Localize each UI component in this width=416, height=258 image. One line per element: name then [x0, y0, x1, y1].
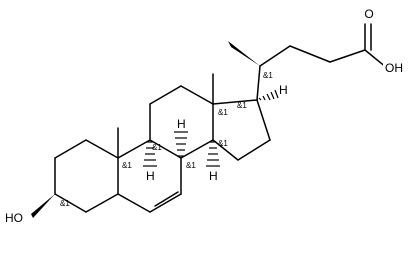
hydrogen-label-c17: H	[279, 83, 288, 97]
hydrogen-label-c8: H	[177, 117, 186, 131]
ring-d	[212, 99, 271, 161]
carbonyl-oxygen-label: O	[364, 7, 373, 21]
stereo-label-c14: &1	[218, 139, 228, 148]
stereo-label-c13: &1	[218, 108, 228, 117]
side-chain	[256, 23, 388, 101]
ring-c	[149, 85, 214, 159]
stereo-label-c8: &1	[186, 161, 196, 170]
ring-a	[54, 139, 119, 213]
hash-bond-c14-h	[206, 141, 220, 167]
ring-b	[117, 139, 182, 213]
wedge-bond-c3-oh	[31, 194, 55, 218]
hash-bond-c17-h	[258, 89, 279, 101]
stereo-label-c10: &1	[122, 161, 132, 170]
hash-bond-c8-h	[174, 131, 188, 157]
hydroxyl-label: HO	[5, 211, 23, 225]
acid-oh-label: OH	[385, 61, 403, 75]
stereo-label-c9: &1	[152, 143, 162, 152]
wedge-bond-c20-methyl	[228, 41, 260, 66]
hydrogen-label-c9: H	[146, 169, 155, 183]
stereo-label-c20: &1	[263, 71, 273, 80]
stereo-label-c17: &1	[237, 101, 247, 110]
stereo-label-c3: &1	[60, 199, 70, 208]
hash-bond-c9-h	[143, 141, 157, 167]
hydrogen-label-c14: H	[209, 169, 218, 183]
